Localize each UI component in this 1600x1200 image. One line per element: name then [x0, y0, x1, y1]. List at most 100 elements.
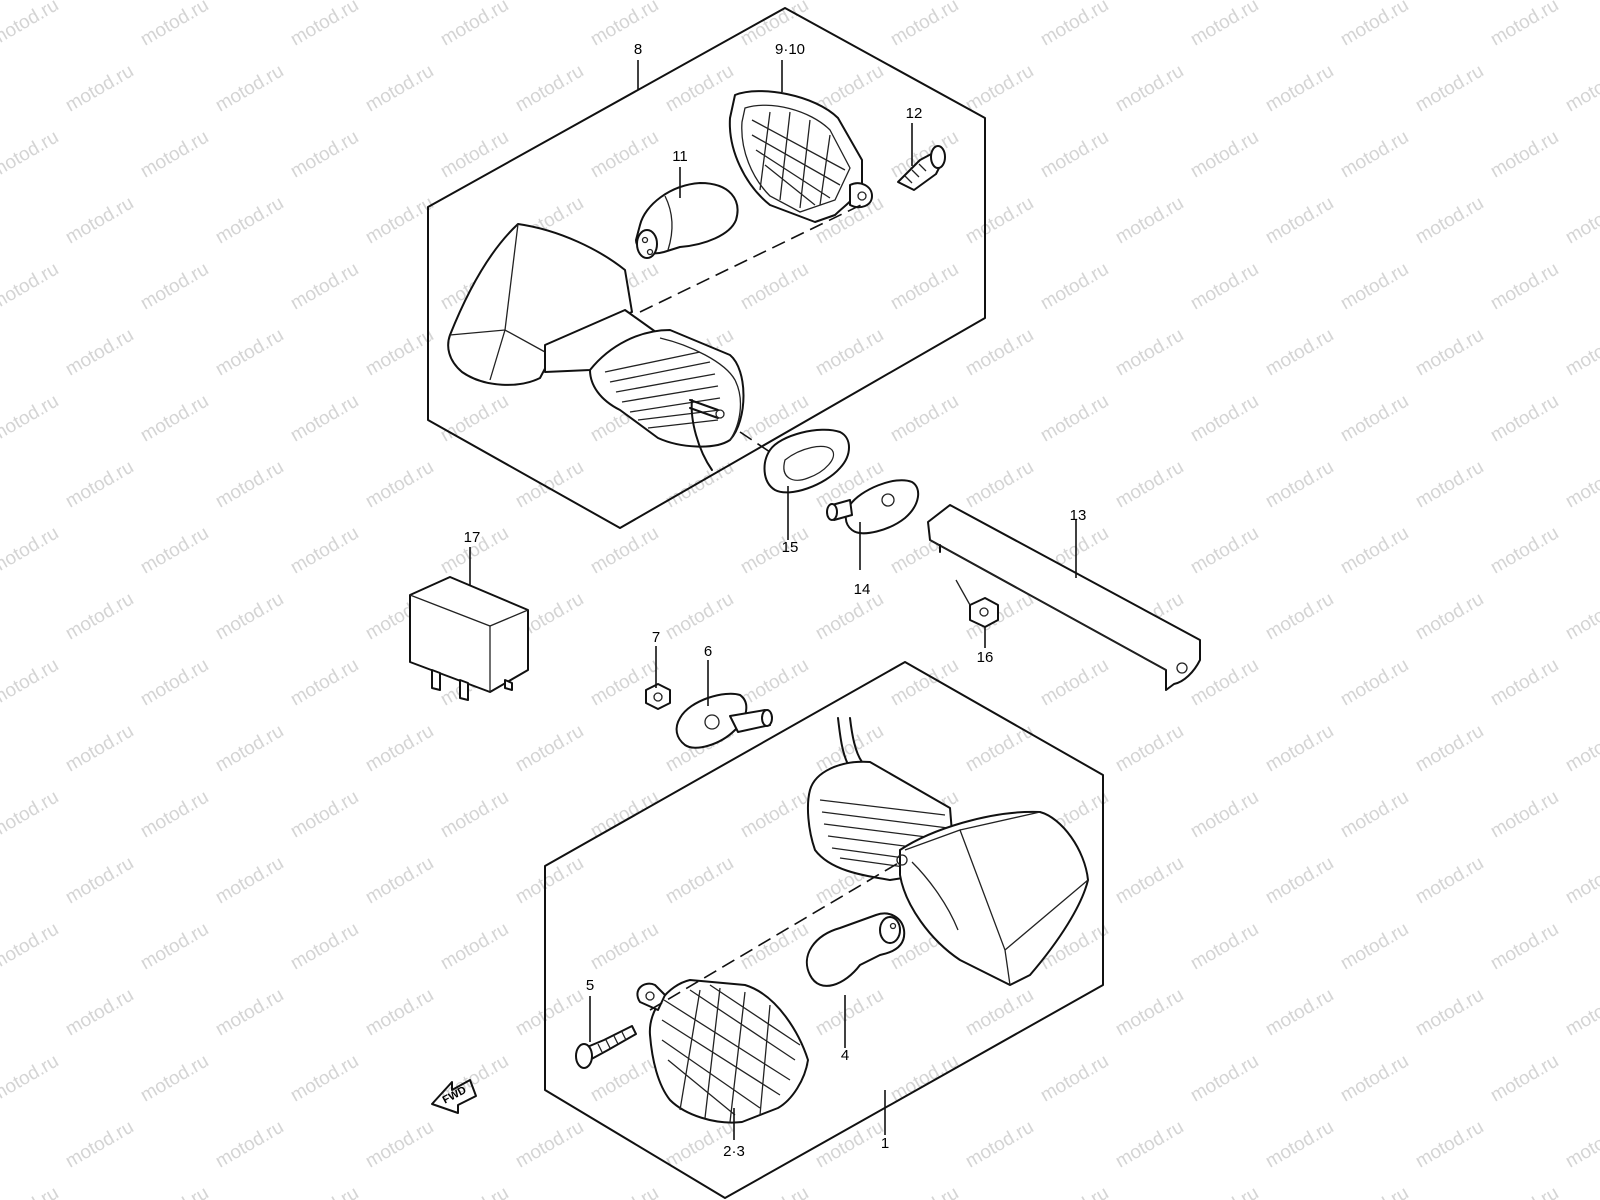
- axis-mid: [739, 431, 771, 453]
- watermark-text: motod.ru: [1412, 325, 1487, 381]
- watermark-text: motod.ru: [212, 193, 287, 249]
- watermark-text: motod.ru: [1037, 655, 1112, 711]
- watermark-text: motod.ru: [737, 655, 812, 711]
- watermark-text: motod.ru: [212, 985, 287, 1041]
- callout-5: 5: [586, 977, 594, 994]
- watermark-text: motod.ru: [0, 259, 62, 315]
- watermark-text: motod.ru: [1187, 259, 1262, 315]
- watermark-text: motod.ru: [1262, 1117, 1337, 1173]
- watermark-text: motod.ru: [1337, 919, 1412, 975]
- watermark-text: motod.ru: [737, 919, 812, 975]
- watermark-text: motod.ru: [887, 1183, 962, 1200]
- watermark-text: motod.ru: [62, 325, 137, 381]
- callout-12: 12: [906, 105, 923, 122]
- watermark-text: motod.ru: [1487, 919, 1562, 975]
- watermark-text: motod.ru: [437, 919, 512, 975]
- watermark-text: motod.ru: [1112, 985, 1187, 1041]
- watermark-text: motod.ru: [137, 391, 212, 447]
- watermark-text: motod.ru: [1337, 1051, 1412, 1107]
- watermark-text: motod.ru: [362, 853, 437, 909]
- watermark-text: motod.ru: [512, 1117, 587, 1173]
- watermark-text: motod.ru: [1487, 391, 1562, 447]
- watermark-text: motod.ru: [887, 391, 962, 447]
- watermark-text: motod.ru: [1487, 1051, 1562, 1107]
- plate-14: [826, 479, 920, 535]
- watermark-text: motod.ru: [587, 1051, 662, 1107]
- watermark-text: motod.ru: [287, 391, 362, 447]
- watermark-text: motod.ru: [212, 1117, 287, 1173]
- watermark-text: motod.ru: [62, 721, 137, 777]
- watermark-text: motod.ru: [362, 457, 437, 513]
- watermark-text: motod.ru: [1337, 1183, 1412, 1200]
- watermark-text: motod.ru: [1337, 523, 1412, 579]
- bracket-13: [927, 504, 1201, 691]
- callout-7: 7: [652, 629, 660, 646]
- grommet-6: [675, 692, 773, 749]
- watermark-text: motod.ru: [587, 1183, 662, 1200]
- watermark-text: motod.ru: [0, 391, 62, 447]
- watermark-text: motod.ru: [287, 259, 362, 315]
- watermark-text: motod.ru: [287, 127, 362, 183]
- callout-4: 4: [841, 1047, 849, 1064]
- watermark-text: motod.ru: [0, 919, 62, 975]
- watermark-text: motod.ru: [1562, 985, 1600, 1041]
- watermark-text: motod.ru: [0, 0, 62, 50]
- watermark-text: motod.ru: [0, 1183, 62, 1200]
- watermark-text: motod.ru: [287, 1051, 362, 1107]
- grommet-15: [763, 428, 850, 494]
- watermark-text: motod.ru: [1037, 1183, 1112, 1200]
- lens-upper: [728, 90, 873, 223]
- watermark-text: motod.ru: [1262, 325, 1337, 381]
- watermark-text: motod.ru: [137, 1183, 212, 1200]
- watermark-text: motod.ru: [662, 589, 737, 645]
- watermark-text: motod.ru: [62, 1117, 137, 1173]
- watermark-text: motod.ru: [287, 655, 362, 711]
- watermark-text: motod.ru: [62, 589, 137, 645]
- watermark-text: motod.ru: [812, 1117, 887, 1173]
- watermark-text: motod.ru: [1262, 985, 1337, 1041]
- axis-lower: [649, 861, 901, 1011]
- watermark-text: motod.ru: [362, 1117, 437, 1173]
- callout-15: 15: [782, 539, 799, 556]
- watermark-text: motod.ru: [1562, 1117, 1600, 1173]
- watermark-text: motod.ru: [962, 1117, 1037, 1173]
- watermark-text: motod.ru: [0, 127, 62, 183]
- watermark-text: motod.ru: [1112, 457, 1187, 513]
- watermark-text: motod.ru: [1037, 127, 1112, 183]
- watermark-text: motod.ru: [287, 787, 362, 843]
- watermark-text: motod.ru: [1412, 193, 1487, 249]
- watermark-text: motod.ru: [0, 1051, 62, 1107]
- watermark-text: motod.ru: [737, 787, 812, 843]
- watermark-text: motod.ru: [137, 919, 212, 975]
- watermark-text: motod.ru: [137, 127, 212, 183]
- watermark-text: motod.ru: [512, 853, 587, 909]
- callout-16: 16: [977, 649, 994, 666]
- watermark-text: motod.ru: [212, 853, 287, 909]
- watermark-text: motod.ru: [437, 1183, 512, 1200]
- watermark-text: motod.ru: [362, 193, 437, 249]
- watermark-text: motod.ru: [1112, 61, 1187, 117]
- watermark-text: motod.ru: [1487, 259, 1562, 315]
- lower-assembly-box: [544, 661, 1104, 1199]
- watermark-text: motod.ru: [362, 61, 437, 117]
- watermark-text: motod.ru: [137, 523, 212, 579]
- watermark-text: motod.ru: [362, 985, 437, 1041]
- watermark-text: motod.ru: [62, 853, 137, 909]
- watermark-text: motod.ru: [287, 1183, 362, 1200]
- watermark-text: motod.ru: [137, 259, 212, 315]
- screw-upper: [897, 145, 946, 191]
- callout-11: 11: [672, 148, 688, 165]
- watermark-text: motod.ru: [212, 721, 287, 777]
- callout-6: 6: [704, 643, 712, 660]
- bulb-upper: [635, 182, 739, 259]
- watermark-text: motod.ru: [1562, 61, 1600, 117]
- callout-13: 13: [1070, 507, 1087, 524]
- watermark-text: motod.ru: [1337, 787, 1412, 843]
- watermark-text: motod.ru: [1187, 919, 1262, 975]
- watermark-text: motod.ru: [812, 589, 887, 645]
- watermark-text: motod.ru: [62, 457, 137, 513]
- upper-assembly-box: [427, 7, 986, 529]
- watermark-text: motod.ru: [62, 193, 137, 249]
- watermark-text: motod.ru: [962, 721, 1037, 777]
- lower-housing: [806, 717, 1089, 986]
